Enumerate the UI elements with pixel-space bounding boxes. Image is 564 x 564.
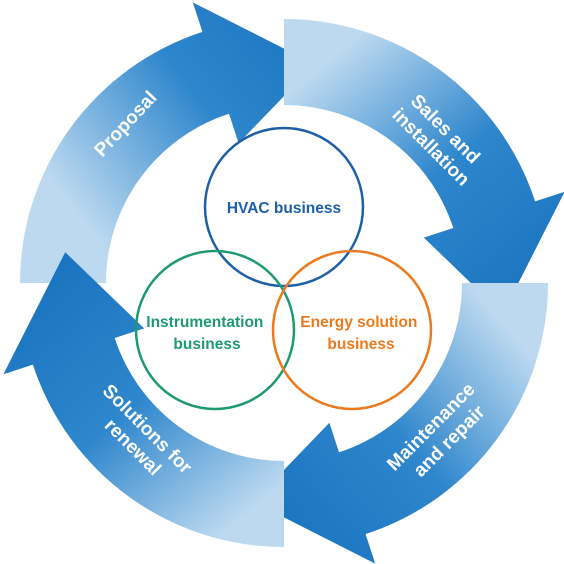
renewal-arrow — [3, 252, 285, 547]
instrumentation-circle — [134, 249, 296, 411]
hvac-label: HVAC business — [227, 200, 341, 217]
sales-arrow — [284, 19, 564, 314]
proposal-arrow — [20, 2, 315, 284]
energy-circle — [271, 249, 433, 411]
cycle-arrows — [3, 2, 564, 564]
maintenance-arrow — [253, 283, 548, 564]
hvac-circle — [203, 126, 365, 288]
business-venn: HVAC business Instrumentation business E… — [134, 126, 433, 411]
energy-label: Energy solution business — [300, 314, 421, 353]
instrumentation-label: Instrumentation business — [146, 314, 267, 353]
